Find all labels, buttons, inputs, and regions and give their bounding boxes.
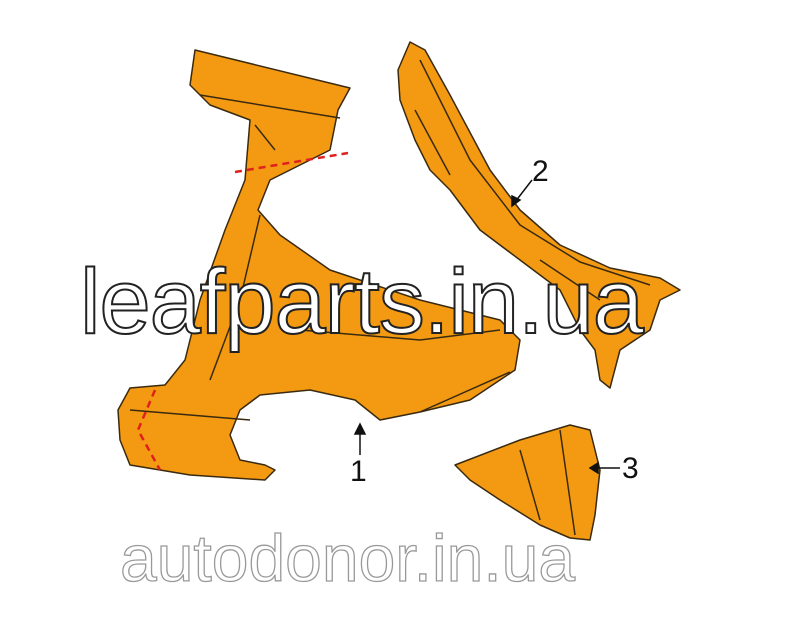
- callout-2: 2: [532, 155, 549, 188]
- quarter-panel-part: [117, 49, 521, 481]
- callout-3: 3: [622, 452, 639, 485]
- leader-lines: [353, 179, 620, 475]
- callout-1: 1: [350, 455, 367, 488]
- cut-lines: [136, 151, 349, 471]
- watermark-top: leafparts.in.ua: [79, 250, 645, 354]
- watermark-bottom: autodonor.in.ua: [119, 520, 576, 595]
- pillar-part: [397, 41, 681, 389]
